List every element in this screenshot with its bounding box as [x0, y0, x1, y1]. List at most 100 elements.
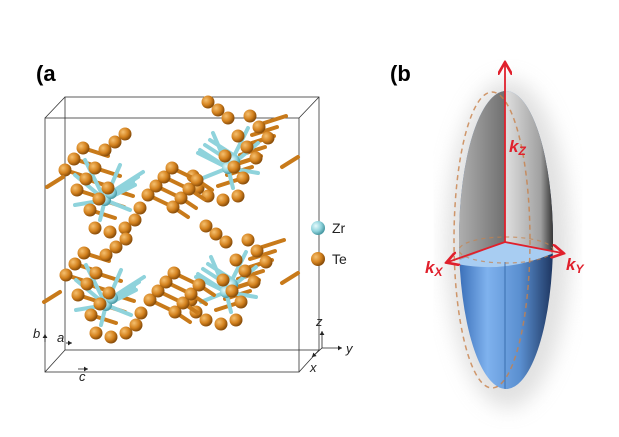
te-atom	[59, 268, 73, 282]
te-atom	[229, 313, 243, 327]
kz-label: kZ	[509, 137, 526, 158]
te-atom	[182, 182, 196, 196]
te-atom	[219, 235, 233, 249]
te-atom	[71, 288, 85, 302]
te-atom	[199, 313, 213, 327]
te-atom	[98, 143, 112, 157]
te-atom	[250, 244, 264, 258]
te-atom	[93, 297, 107, 311]
te-legend-label: Te	[332, 251, 347, 267]
kx-label: kX	[425, 258, 443, 279]
te-atom	[252, 120, 266, 134]
te-atom	[165, 161, 179, 175]
lattice-axis-b: b	[33, 326, 40, 341]
te-atom	[214, 317, 228, 331]
te-atom	[241, 233, 255, 247]
te-atom	[184, 287, 198, 301]
bond	[206, 262, 238, 284]
te-atom	[108, 135, 122, 149]
te-atom	[103, 225, 117, 239]
zr-legend-marker	[311, 221, 325, 235]
lattice-axes	[42, 334, 88, 372]
axis-y: y	[345, 341, 354, 356]
te-atom	[231, 129, 245, 143]
bond	[280, 271, 300, 285]
te-atom	[129, 318, 143, 332]
lattice-axis-c: c	[79, 369, 86, 384]
te-atom	[141, 188, 155, 202]
kx-arrow	[448, 241, 506, 262]
bond	[250, 125, 279, 137]
ky-arrow	[504, 241, 562, 253]
te-atom	[118, 221, 132, 235]
te-atom	[176, 296, 190, 310]
te-atom	[67, 152, 81, 166]
te-atom	[118, 127, 132, 141]
te-atom	[99, 248, 113, 262]
te-atom	[238, 264, 252, 278]
te-atom	[88, 161, 102, 175]
te-atom	[229, 253, 243, 267]
te-atom	[174, 191, 188, 205]
ky-label: kY	[566, 255, 584, 276]
te-atom	[68, 257, 82, 271]
te-atom	[201, 95, 215, 109]
te-atom	[192, 278, 206, 292]
te-atom	[77, 246, 91, 260]
te-atom	[58, 163, 72, 177]
te-atom	[259, 255, 273, 269]
crystal-structure	[42, 95, 300, 344]
unit-cell-box	[44, 96, 320, 373]
bond	[248, 249, 277, 261]
te-atom	[76, 141, 90, 155]
te-atom	[243, 109, 257, 123]
te-atom	[231, 189, 245, 203]
te-legend-marker	[311, 252, 325, 266]
te-atom	[133, 201, 147, 215]
te-atom	[236, 171, 250, 185]
te-atom	[216, 273, 230, 287]
te-atom	[218, 149, 232, 163]
axis-z: z	[315, 314, 323, 329]
te-atom	[159, 275, 173, 289]
bond	[45, 175, 65, 189]
bond	[208, 138, 240, 160]
lattice-axis-a: a	[57, 330, 64, 345]
te-atom	[151, 284, 165, 298]
bond	[280, 155, 300, 169]
panel-b-label: (b	[390, 61, 411, 86]
te-atom	[89, 326, 103, 340]
te-atom	[199, 219, 213, 233]
te-atom	[89, 266, 103, 280]
te-atom	[249, 151, 263, 165]
te-atom	[167, 266, 181, 280]
bond	[113, 170, 145, 192]
te-atom	[102, 286, 116, 300]
legend: Zr Te	[311, 220, 347, 267]
te-atom	[101, 181, 115, 195]
te-atom	[227, 160, 241, 174]
te-atom	[221, 111, 235, 125]
te-atom	[216, 193, 230, 207]
te-atom	[234, 295, 248, 309]
te-atom	[168, 305, 182, 319]
te-atom	[209, 227, 223, 241]
te-atom	[80, 277, 94, 291]
bond	[114, 275, 146, 297]
te-atom	[128, 213, 142, 227]
te-atom	[92, 192, 106, 206]
te-atom	[211, 103, 225, 117]
axis-x: x	[309, 360, 317, 375]
te-atom	[119, 326, 133, 340]
te-atom	[134, 306, 148, 320]
te-atom	[119, 232, 133, 246]
bond	[42, 290, 62, 304]
te-atom	[88, 221, 102, 235]
te-atom	[247, 275, 261, 289]
te-atom	[143, 293, 157, 307]
te-atom	[149, 179, 163, 193]
cartesian-axes	[311, 331, 342, 358]
te-atom	[190, 173, 204, 187]
te-atom	[261, 131, 275, 145]
